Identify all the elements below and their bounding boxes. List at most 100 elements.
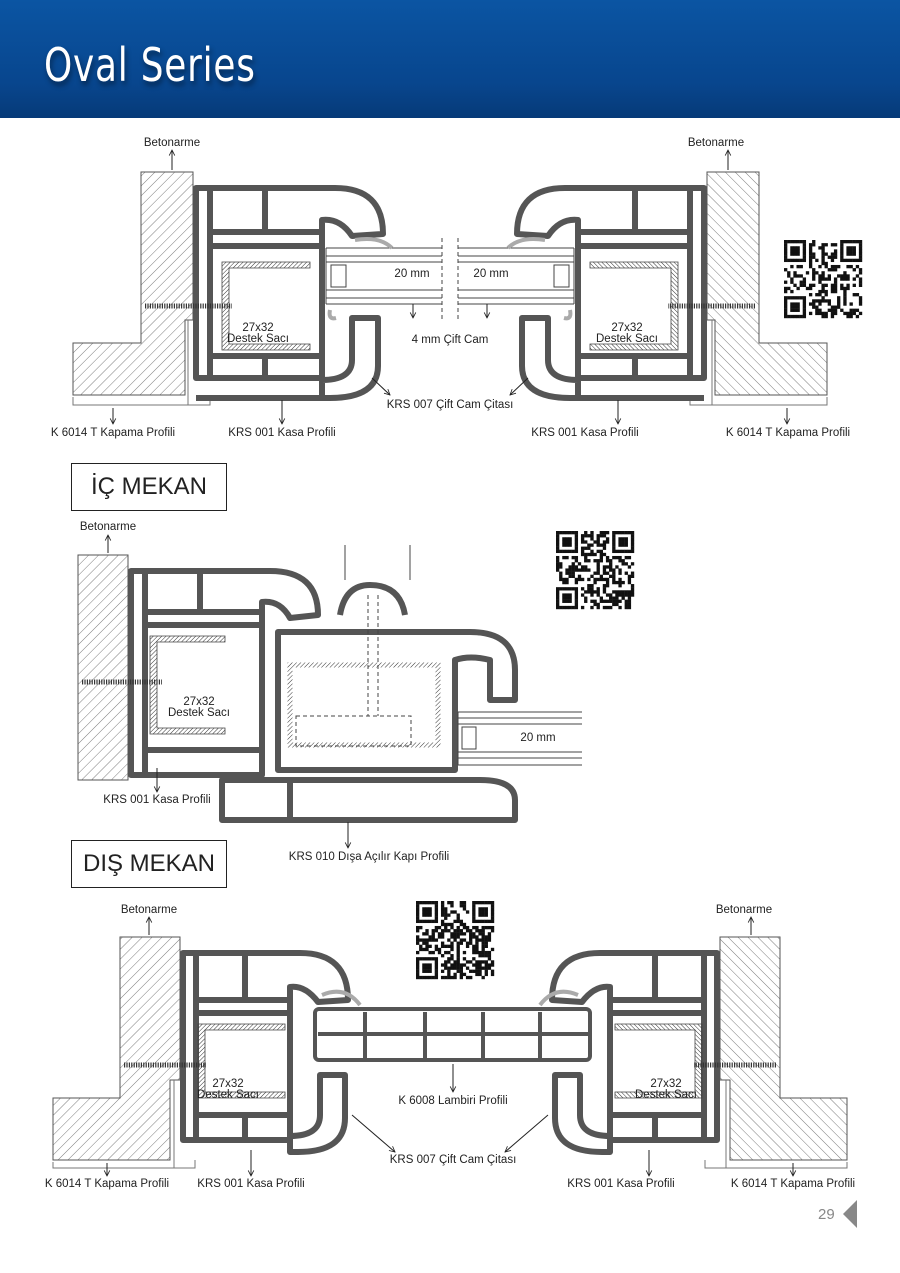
inside-label-box: İÇ MEKAN [71, 463, 227, 511]
qr-module [799, 240, 803, 244]
qr-module [565, 568, 569, 572]
qr-module [827, 299, 831, 303]
qr-module [821, 274, 825, 278]
qr-module [609, 565, 613, 569]
qr-module [784, 255, 788, 259]
qr-module [447, 950, 451, 955]
frame-profile-label: KRS 001 Kasa Profili [228, 427, 336, 439]
qr-module [784, 246, 788, 250]
qr-module [618, 571, 622, 575]
qr-module [593, 571, 597, 575]
qr-module [843, 289, 847, 294]
qr-module [596, 590, 600, 594]
qr-module [444, 929, 448, 933]
qr-module [428, 944, 432, 948]
qr-module [846, 314, 850, 319]
qr-module [472, 919, 476, 924]
qr-module [565, 580, 569, 585]
wall-label: Betonarme [687, 137, 745, 149]
qr-module [858, 277, 863, 281]
qr-module [830, 289, 835, 294]
qr-module [602, 546, 607, 550]
qr-module [630, 537, 635, 541]
qr-module [821, 255, 825, 259]
qr-module [802, 299, 807, 303]
qr-module [568, 543, 572, 547]
qr-module [481, 913, 485, 917]
qr-module [587, 543, 591, 547]
qr-module [556, 546, 560, 550]
qr-module [840, 308, 844, 312]
qr-module [808, 264, 813, 269]
qr-module [587, 534, 591, 538]
qr-module [599, 534, 603, 538]
qr-module [459, 919, 463, 924]
qr-module [618, 540, 622, 544]
qr-module [615, 590, 619, 594]
qr-module [818, 274, 822, 278]
qr-module [425, 963, 429, 967]
qr-module [621, 531, 625, 535]
qr-module [431, 975, 435, 980]
qr-module [796, 258, 800, 263]
qr-module [481, 960, 485, 964]
qr-module [630, 531, 635, 535]
qr-module [849, 240, 853, 244]
qr-module [802, 277, 807, 281]
cover-profile-label: K 6014 T Kapama Profili [725, 427, 851, 439]
qr-module [790, 305, 794, 309]
frame-profile-label: KRS 001 Kasa Profili [567, 1178, 675, 1190]
qr-module [459, 938, 463, 942]
qr-module [627, 549, 632, 554]
qr-module [565, 596, 569, 600]
qr-module [852, 258, 856, 263]
qr-module [440, 954, 445, 958]
qr-module [478, 913, 482, 917]
qr-module [428, 957, 432, 961]
qr-module [784, 299, 788, 303]
qr-module [612, 540, 616, 544]
qr-module [490, 960, 495, 964]
qr-module [802, 283, 807, 287]
qr-module [799, 280, 803, 284]
qr-module [428, 938, 432, 942]
qr-module [805, 271, 810, 275]
qr-module [484, 963, 488, 967]
qr-module [858, 258, 863, 263]
qr-module [784, 302, 788, 306]
qr-module [612, 590, 616, 594]
qr-module [437, 935, 442, 939]
qr-module [793, 246, 797, 250]
qr-module [818, 311, 822, 316]
qr-module [830, 268, 835, 272]
qr-module [790, 280, 794, 284]
qr-module [630, 534, 635, 538]
qr-module [425, 932, 429, 936]
qr-module [840, 258, 844, 263]
qr-module [469, 975, 473, 980]
qr-module [802, 311, 807, 316]
qr-module [459, 929, 463, 933]
qr-module [425, 929, 429, 933]
qr-module [858, 280, 863, 284]
qr-module [790, 240, 794, 244]
qr-module [584, 552, 588, 557]
qr-module [793, 249, 797, 253]
qr-module [802, 280, 807, 284]
qr-module [630, 587, 635, 591]
qr-module [487, 935, 492, 939]
qr-module [416, 929, 420, 933]
qr-module [599, 574, 603, 578]
qr-module [858, 299, 863, 303]
qr-module [627, 596, 632, 600]
qr-module [784, 252, 788, 256]
qr-module [419, 938, 423, 942]
qr-module [793, 271, 797, 275]
qr-module [830, 286, 835, 291]
qr-module [599, 577, 603, 582]
qr-module [431, 932, 435, 936]
qr-module [459, 963, 463, 967]
qr-module [487, 954, 492, 958]
qr-module [618, 580, 622, 585]
